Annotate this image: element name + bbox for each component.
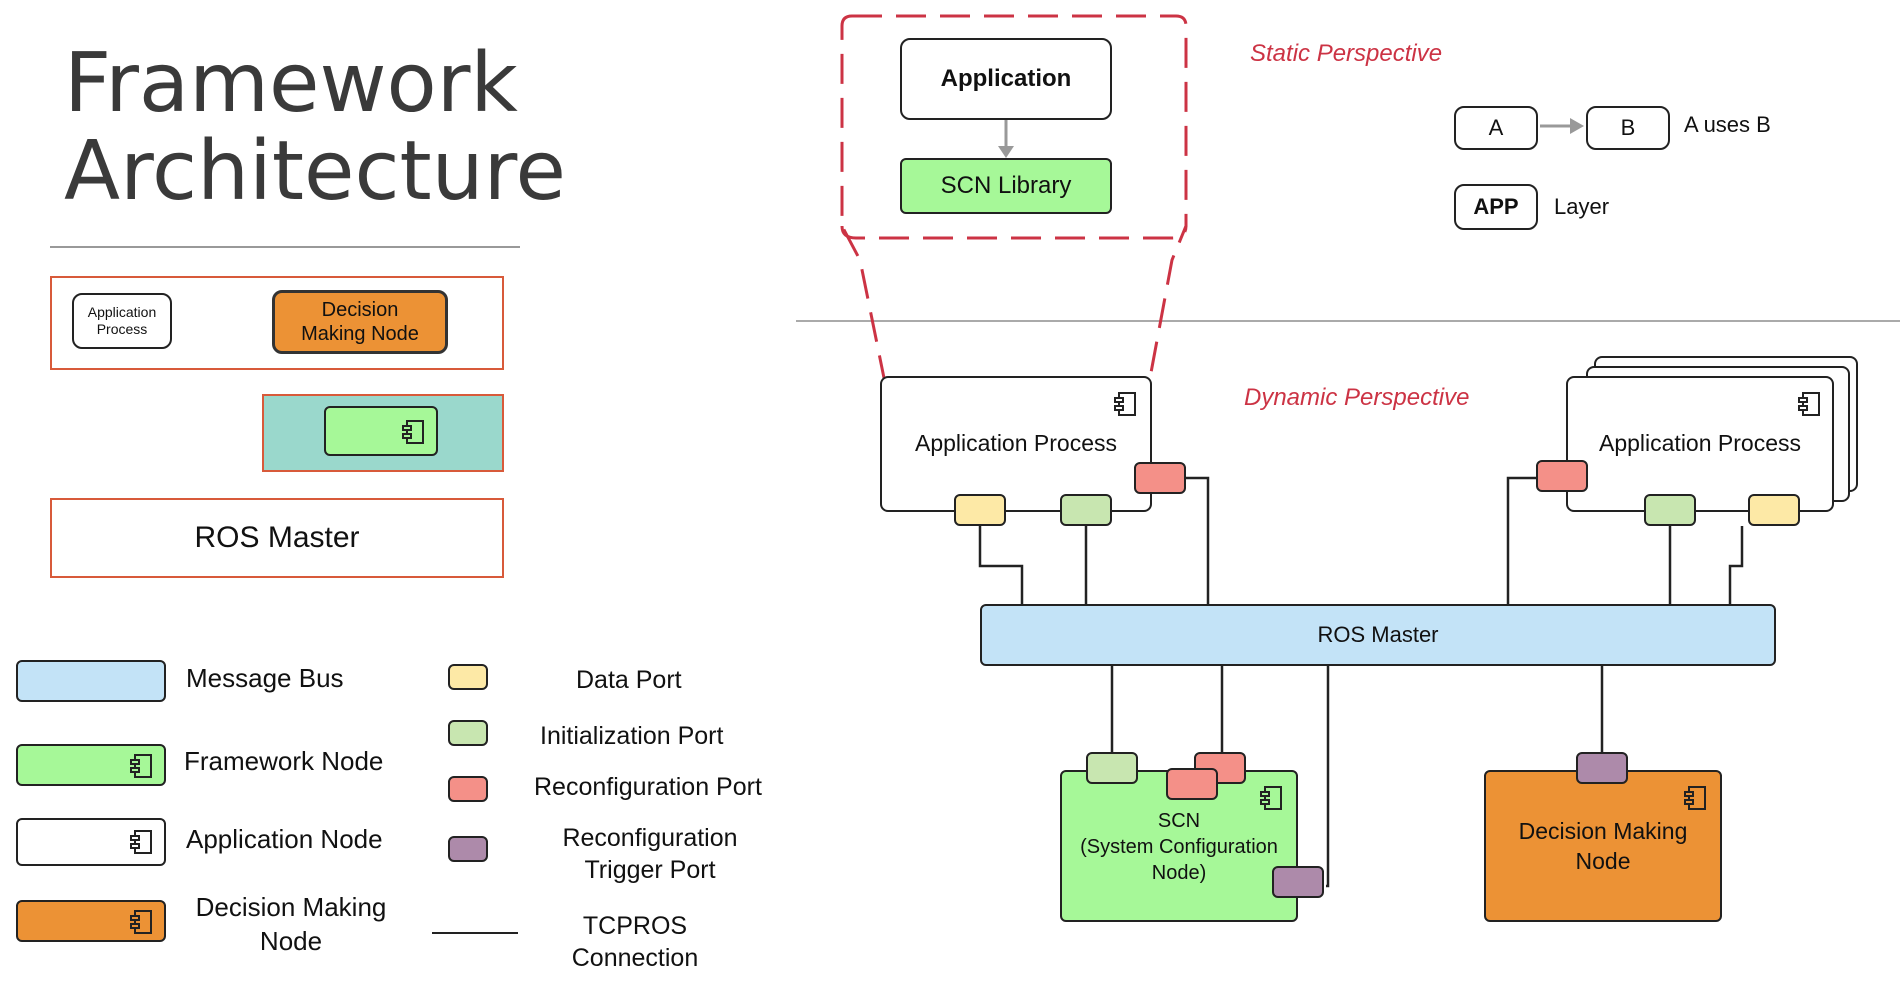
component-icon xyxy=(1684,786,1706,810)
key-application-node-swatch xyxy=(16,818,166,866)
application-layer-box: Application xyxy=(900,38,1112,120)
tcpros-connection xyxy=(1182,476,1210,606)
key-tcpros-connection-label: TCPROS Connection xyxy=(571,912,699,972)
static-zoom-frame xyxy=(840,14,1188,379)
component-icon xyxy=(130,754,152,778)
key-reconfiguration-trigger-port-swatch xyxy=(448,836,488,862)
key-message-bus-swatch xyxy=(16,660,166,702)
data-port xyxy=(954,494,1006,526)
tcpros-connection xyxy=(1728,526,1744,606)
static-zoom-frame-bottom xyxy=(840,225,1188,240)
reconfiguration-port xyxy=(1134,462,1186,494)
key-data-port-swatch xyxy=(448,664,488,690)
application-process-left-label: Application Process xyxy=(915,430,1117,456)
uses-arrowhead-application xyxy=(998,146,1014,158)
reconfiguration-port xyxy=(1536,460,1588,492)
legend-decision-making-node-label: Decision Making Node xyxy=(301,299,419,345)
layer-legend-box-label: APP xyxy=(1473,194,1519,219)
application-layer-label: Application xyxy=(940,65,1072,92)
component-icon xyxy=(402,420,424,444)
uses-legend-a-label: A xyxy=(1488,115,1504,140)
legend-application-process: Application Process xyxy=(72,293,172,349)
ros-master-bus: ROS Master xyxy=(980,604,1776,666)
data-port xyxy=(1748,494,1800,526)
scn-library-layer-box: SCN Library xyxy=(900,158,1112,214)
dynamic-perspective-label: Dynamic Perspective xyxy=(1244,384,1470,411)
reconfiguration-port xyxy=(1166,768,1218,800)
layer-legend-box: APP xyxy=(1454,184,1538,230)
key-framework-node-swatch xyxy=(16,744,166,786)
application-process-left: Application Process xyxy=(880,376,1152,512)
scn-library-label: SCN Library xyxy=(940,172,1072,199)
key-data-port-label: Data Port xyxy=(576,666,682,694)
key-message-bus-label: Message Bus xyxy=(186,663,344,693)
initialization-port xyxy=(1086,752,1138,784)
static-perspective-label: Static Perspective xyxy=(1250,40,1443,67)
legend-decision-making-node: Decision Making Node xyxy=(272,290,448,354)
key-reconfiguration-trigger-port-label: Reconfiguration Trigger Port xyxy=(562,824,738,884)
application-process-right-label: Application Process xyxy=(1599,430,1801,456)
layer-legend-text: Layer xyxy=(1554,194,1610,219)
page-title: Framework Architecture xyxy=(64,40,566,216)
title-line-1: Framework xyxy=(64,36,518,131)
key-decision-making-node-swatch xyxy=(16,900,166,942)
key-reconfiguration-port-label: Reconfiguration Port xyxy=(534,773,762,801)
key-application-node-label: Application Node xyxy=(186,824,383,854)
legend-framework-node xyxy=(324,406,438,456)
scn-label-line-1: SCN xyxy=(1157,810,1201,832)
legend-application-process-label: Application Process xyxy=(87,304,157,337)
legend-ros-master-label: ROS Master xyxy=(194,521,360,554)
application-process-right: Application Process xyxy=(1566,376,1834,512)
uses-arrowhead-legend xyxy=(1570,118,1584,134)
key-tcpros-connection-line xyxy=(432,932,518,934)
key-initialization-port-swatch xyxy=(448,720,488,746)
key-reconfiguration-port-swatch xyxy=(448,776,488,802)
reconfiguration-trigger-port xyxy=(1272,866,1324,898)
dmn-label-line-1: Decision Making xyxy=(1518,818,1688,844)
uses-legend-a-box: A xyxy=(1454,106,1538,150)
legend-panel-processes xyxy=(50,276,504,370)
uses-legend-text: A uses B xyxy=(1684,112,1771,137)
component-icon xyxy=(1114,392,1136,416)
component-icon xyxy=(130,910,152,934)
tcpros-connection xyxy=(1326,666,1330,888)
component-icon xyxy=(1798,392,1820,416)
tcpros-connection xyxy=(1506,476,1536,606)
initialization-port xyxy=(1644,494,1696,526)
scn-label-line-2: (System Configuration xyxy=(1080,836,1278,858)
key-decision-making-node-label: Decision Making Node xyxy=(195,892,387,956)
title-line-2: Architecture xyxy=(64,124,567,219)
dmn-label-line-2: Node xyxy=(1575,848,1631,874)
title-divider xyxy=(50,246,520,248)
decision-making-node: Decision Making Node xyxy=(1484,770,1722,922)
key-framework-node-label: Framework Node xyxy=(184,746,384,776)
legend-panel-ros-master: ROS Master xyxy=(50,498,504,578)
tcpros-connection xyxy=(978,526,1024,606)
initialization-port xyxy=(1060,494,1112,526)
scn-label-line-3: Node) xyxy=(1151,862,1207,884)
reconfiguration-trigger-port xyxy=(1576,752,1628,784)
key-initialization-port-label: Initialization Port xyxy=(540,722,724,750)
uses-legend-b-box: B xyxy=(1586,106,1670,150)
component-icon xyxy=(1260,786,1282,810)
component-icon xyxy=(130,830,152,854)
ros-master-bus-label: ROS Master xyxy=(1317,622,1439,647)
uses-legend-b-label: B xyxy=(1620,115,1636,140)
